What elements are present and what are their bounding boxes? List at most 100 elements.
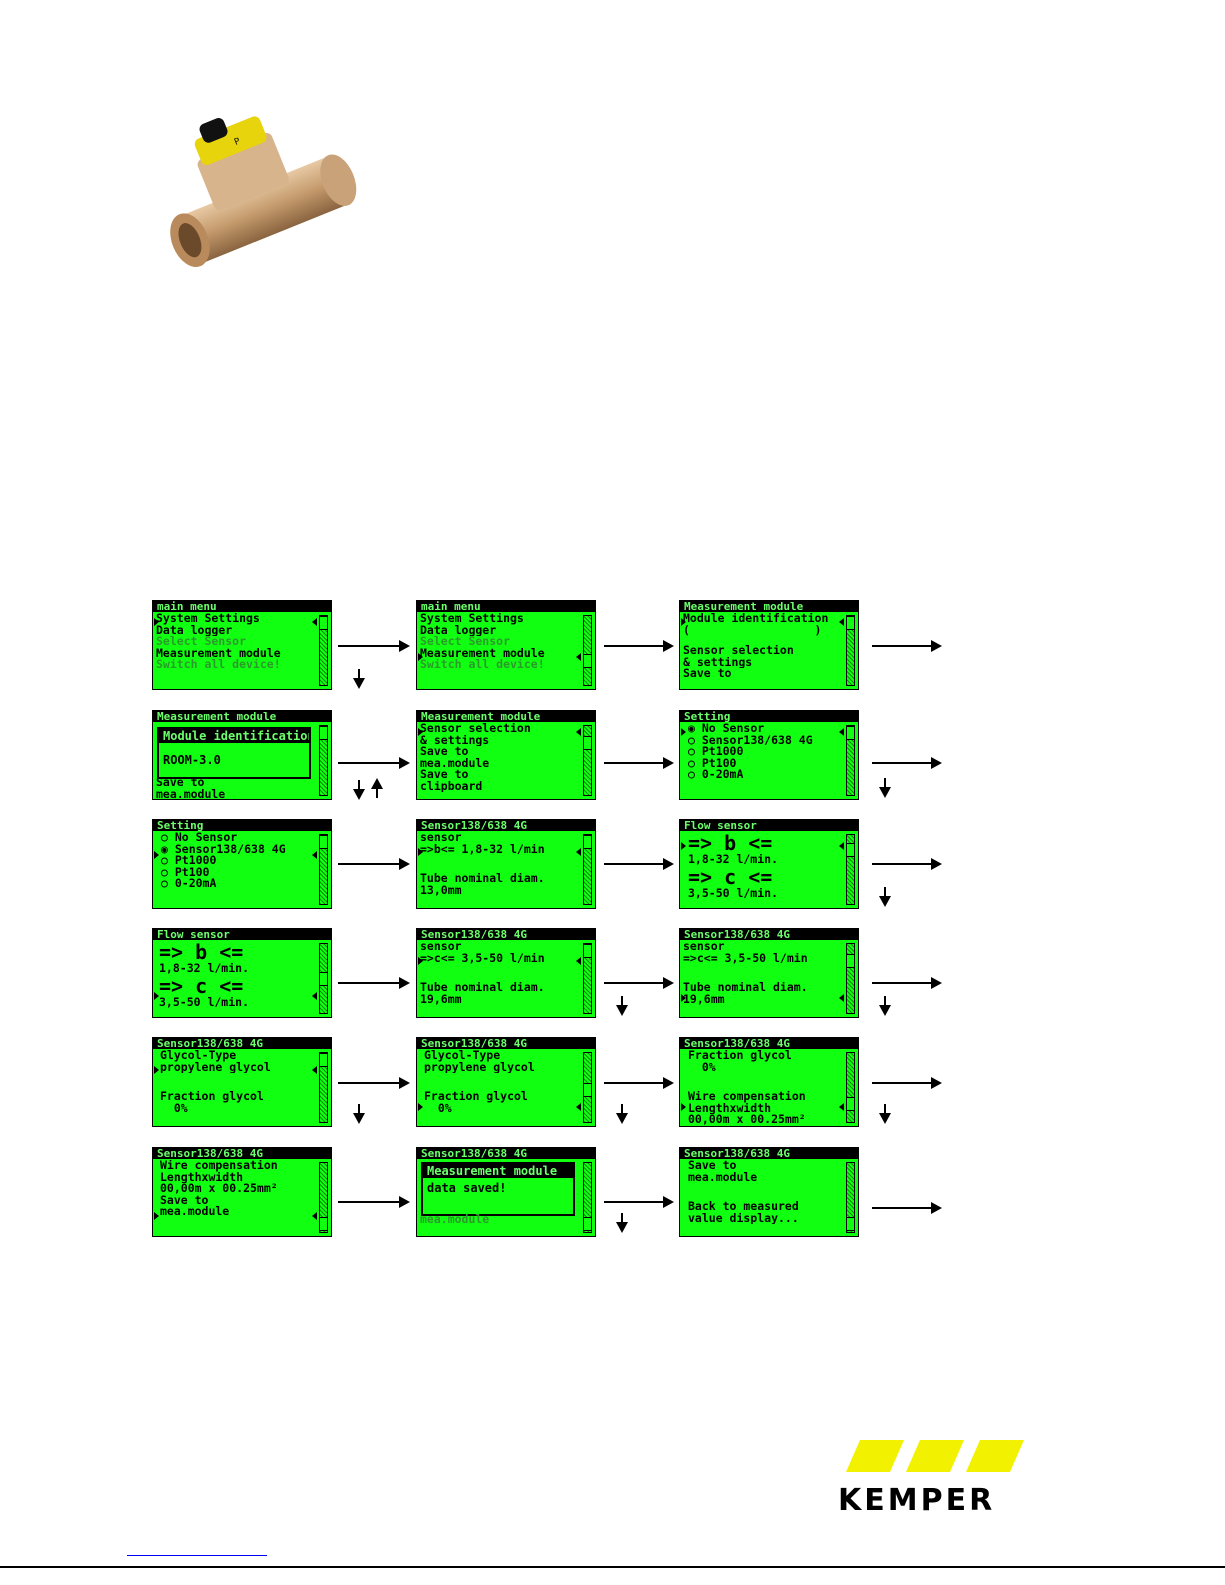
lcd-screen-setting-1: Setting ◉ No Sensor ○ Sensor138/638 4G ○… bbox=[679, 710, 859, 800]
field-label: Fraction glycol bbox=[160, 1091, 264, 1103]
lcd-screen-glycol-type: Sensor138/638 4G Glycol-Type propylene g… bbox=[152, 1037, 332, 1127]
lcd-screen-back-to-display: Sensor138/638 4G Save to mea.module Back… bbox=[679, 1147, 859, 1237]
menu-item[interactable]: Data logger bbox=[156, 624, 233, 636]
sensor-range-value[interactable]: =>c<= 3,5-50 l/min bbox=[420, 952, 545, 964]
flow-range: 1,8-32 l/min. bbox=[688, 854, 779, 866]
field-value: 0% bbox=[688, 1061, 716, 1073]
scrollbar bbox=[846, 725, 855, 796]
flow-arrow-right bbox=[604, 640, 674, 652]
menu-item[interactable]: mea.module bbox=[160, 1206, 230, 1218]
scrollbar bbox=[319, 725, 328, 796]
radio-option[interactable]: ○ Sensor138/638 4G bbox=[688, 734, 813, 746]
lcd-screen-setting-2: Setting ○ No Sensor ◉ Sensor138/638 4G ○… bbox=[152, 819, 332, 909]
menu-item[interactable]: Save to bbox=[156, 777, 205, 789]
screen-title: Measurement module bbox=[417, 711, 595, 722]
identification-input[interactable]: ROOM-3.0 bbox=[163, 753, 221, 767]
radio-option[interactable]: ○ 0-20mA bbox=[688, 769, 744, 781]
scrollbar bbox=[319, 834, 328, 905]
radio-option[interactable]: ○ Pt100 bbox=[688, 757, 737, 769]
screen-title: Sensor138/638 4G bbox=[153, 1148, 331, 1159]
menu-item: Select Sensor bbox=[156, 636, 247, 648]
screen-title: main menu bbox=[153, 601, 331, 612]
menu-item[interactable]: System Settings bbox=[420, 613, 524, 625]
menu-item[interactable]: Measurement module bbox=[156, 647, 281, 659]
flow-arrow-down bbox=[879, 887, 891, 907]
saved-dialog[interactable]: Measurement module data saved! bbox=[421, 1162, 575, 1216]
footer-link-underline[interactable] bbox=[127, 1555, 267, 1556]
menu-item[interactable]: Back to measured bbox=[688, 1201, 799, 1213]
lcd-screen-module-identification: Measurement module Module identification… bbox=[152, 710, 332, 800]
menu-item[interactable]: Save to bbox=[420, 769, 469, 781]
lcd-screen-data-saved: Sensor138/638 4G Measurement module data… bbox=[416, 1147, 596, 1237]
radio-option[interactable]: ○ Pt100 bbox=[161, 866, 210, 878]
menu-item[interactable]: Sensor selection bbox=[683, 645, 794, 657]
radio-icon: ○ bbox=[688, 746, 702, 758]
menu-item[interactable]: Measurement module bbox=[420, 647, 545, 659]
field-label: sensor bbox=[420, 832, 462, 844]
popup-title: Measurement module bbox=[423, 1164, 573, 1178]
flow-arrow-right bbox=[338, 757, 410, 769]
menu-item: Switch all device! bbox=[420, 659, 545, 671]
radio-option[interactable]: ◉ No Sensor bbox=[688, 723, 765, 735]
flow-arrow-right bbox=[872, 858, 942, 870]
glycol-type-value[interactable]: propylene glycol bbox=[160, 1061, 271, 1073]
lcd-screen-flow-sensor-2: Flow sensor => b <= 1,8-32 l/min. => c <… bbox=[152, 928, 332, 1018]
flow-arrow-right bbox=[872, 977, 942, 989]
scrollbar bbox=[583, 1162, 592, 1233]
screen-title: Sensor138/638 4G bbox=[417, 1038, 595, 1049]
menu-item[interactable]: Data logger bbox=[420, 624, 497, 636]
flow-arrow-right bbox=[604, 757, 674, 769]
flow-arrow-right bbox=[872, 1077, 942, 1089]
radio-option[interactable]: ◉ Sensor138/638 4G bbox=[161, 843, 286, 855]
field-label: Glycol-Type bbox=[160, 1050, 237, 1062]
popup-title: Module identification bbox=[159, 729, 309, 743]
flow-arrow-down bbox=[616, 996, 628, 1016]
field-value: propylene glycol bbox=[424, 1061, 535, 1073]
radio-icon: ○ bbox=[161, 855, 175, 867]
scrollbar bbox=[846, 834, 855, 905]
scrollbar bbox=[319, 943, 328, 1014]
menu-item[interactable]: Save to bbox=[683, 668, 732, 680]
fraction-glycol-value[interactable]: 0% bbox=[424, 1102, 452, 1114]
flow-option-b[interactable]: => b <= bbox=[688, 832, 773, 854]
screen-title: Sensor138/638 4G bbox=[153, 1038, 331, 1049]
field-label: Wire compensation bbox=[688, 1091, 806, 1103]
radio-option[interactable]: ○ Pt1000 bbox=[161, 855, 217, 867]
field-label: sensor bbox=[683, 941, 725, 953]
flow-arrow-down bbox=[879, 1104, 891, 1124]
menu-item[interactable]: Save to bbox=[688, 1160, 737, 1172]
lcd-screen-sensor-c-2: Sensor138/638 4G sensor =>c<= 3,5-50 l/m… bbox=[679, 928, 859, 1018]
menu-item: & settings bbox=[683, 656, 753, 668]
radio-selected-icon: ◉ bbox=[688, 723, 702, 735]
menu-item[interactable]: Module identification bbox=[683, 613, 829, 625]
radio-option[interactable]: ○ Pt1000 bbox=[688, 746, 744, 758]
menu-item: Select Sensor bbox=[420, 636, 511, 648]
screen-title: Measurement module bbox=[680, 601, 858, 612]
flow-arrow-right bbox=[872, 640, 942, 652]
radio-option[interactable]: ○ No Sensor bbox=[161, 832, 238, 844]
tube-diameter-value[interactable]: 19,6mm bbox=[683, 993, 725, 1005]
sensor-range-value[interactable]: =>b<= 1,8-32 l/min bbox=[420, 843, 545, 855]
menu-item[interactable]: System Settings bbox=[156, 613, 260, 625]
menu-item: mea.module bbox=[688, 1171, 758, 1183]
scrollbar bbox=[319, 615, 328, 686]
menu-item[interactable]: Sensor selection bbox=[420, 723, 531, 735]
flow-option-c[interactable]: => c <= bbox=[159, 974, 244, 997]
menu-item[interactable]: Save to bbox=[420, 746, 469, 758]
menu-item: mea.module bbox=[156, 788, 226, 800]
field-label: Fraction glycol bbox=[688, 1050, 792, 1062]
menu-item: mea.module bbox=[420, 757, 490, 769]
flow-arrow-right bbox=[604, 1196, 674, 1208]
footer-divider bbox=[0, 1566, 1225, 1568]
radio-icon: ○ bbox=[688, 757, 702, 769]
scrollbar bbox=[319, 1162, 328, 1233]
screen-title: main menu bbox=[417, 601, 595, 612]
flow-arrow-down bbox=[353, 669, 365, 689]
radio-option[interactable]: ○ 0-20mA bbox=[161, 878, 217, 890]
edit-popup[interactable]: Module identification ROOM-3.0 bbox=[157, 727, 311, 779]
wire-compensation-value[interactable]: 00,00m x 00.25mm² bbox=[688, 1114, 806, 1126]
menu-item[interactable]: Save to bbox=[160, 1194, 209, 1206]
screen-title: Flow sensor bbox=[680, 820, 858, 831]
flow-option-c[interactable]: => c <= bbox=[688, 865, 773, 888]
flow-option-b[interactable]: => b <= bbox=[159, 941, 244, 963]
